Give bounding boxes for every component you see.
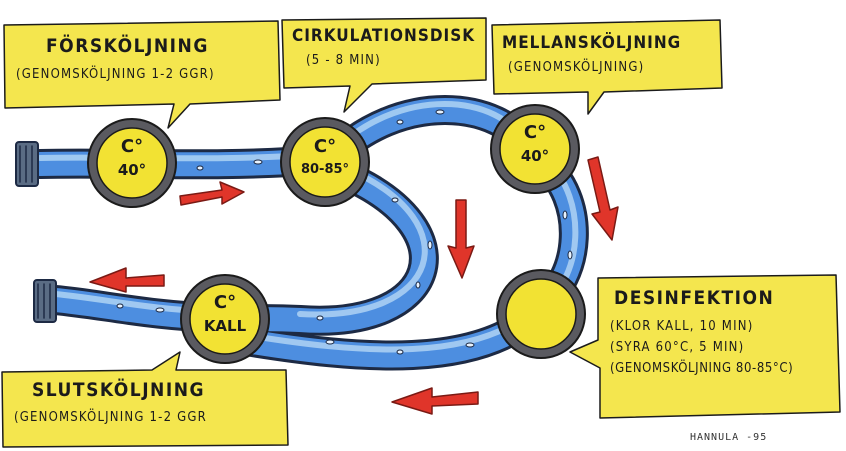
gauge-desinfektion-label [515, 300, 567, 306]
callout-mellanskoljning: MELLANSKÖLJNING (GENOMSKÖLJNING) [502, 34, 681, 75]
callout-slutskoljning-line-1: (GENOMSKÖLJNING 1-2 GGR [14, 411, 207, 426]
flow-arrow-down-icon [448, 200, 474, 278]
callout-desinfektion: DESINFEKTION (KLOR KALL, 10 MIN) (SYRA 6… [610, 288, 793, 377]
callout-cirkulationsdisk-line-1: (5 - 8 MIN) [306, 54, 475, 69]
callout-slutskoljning-title: SLUTSKÖLJNING [32, 380, 207, 402]
flow-arrow-right-icon [180, 182, 244, 205]
callout-desinfektion-line-2: (SYRA 60°C, 5 MIN) [610, 341, 793, 356]
flow-arrow-left-bottom-icon [392, 388, 478, 414]
callout-desinfektion-title: DESINFEKTION [614, 288, 793, 310]
callout-forskoljning-title: FÖRSKÖLJNING [40, 36, 215, 58]
gauge-slutskoljning-value: KALL [196, 319, 254, 335]
pipe-coupling-bottom [34, 280, 56, 322]
gauge-mellanskoljning-value: 40° [509, 149, 561, 165]
flow-arrow-down-right-icon [588, 157, 618, 240]
gauge-forskoljning-label: C° 40° [106, 138, 158, 179]
gauge-desinfektion [497, 270, 585, 358]
gauge-mellanskoljning-label: C° 40° [509, 124, 561, 165]
callout-mellanskoljning-line-1: (GENOMSKÖLJNING) [508, 61, 681, 76]
artist-signature: HANNULA -95 [690, 432, 767, 443]
gauge-cirkulationsdisk-unit: C° [293, 138, 357, 157]
gauge-mellanskoljning-unit: C° [509, 124, 561, 143]
callout-forskoljning-line-1: (GENOMSKÖLJNING 1-2 GGR) [16, 68, 215, 83]
callout-mellanskoljning-title: MELLANSKÖLJNING [502, 34, 681, 54]
flow-arrow-left-top-icon [90, 268, 164, 292]
callout-cirkulationsdisk-title: CIRKULATIONSDISK [292, 27, 475, 47]
callout-slutskoljning: SLUTSKÖLJNING (GENOMSKÖLJNING 1-2 GGR [14, 380, 207, 426]
gauge-forskoljning-unit: C° [106, 138, 158, 157]
gauge-cirkulationsdisk-value: 80-85° [293, 163, 357, 177]
pipe-coupling-top [16, 142, 38, 186]
callout-desinfektion-line-1: (KLOR KALL, 10 MIN) [610, 320, 793, 335]
callout-cirkulationsdisk: CIRKULATIONSDISK (5 - 8 MIN) [292, 27, 475, 68]
gauge-forskoljning-value: 40° [106, 163, 158, 179]
callout-forskoljning: FÖRSKÖLJNING (GENOMSKÖLJNING 1-2 GGR) [40, 36, 215, 83]
gauge-slutskoljning-label: C° KALL [196, 294, 254, 335]
gauge-cirkulationsdisk-label: C° 80-85° [293, 138, 357, 177]
gauge-slutskoljning-unit: C° [196, 294, 254, 313]
callout-desinfektion-line-3: (GENOMSKÖLJNING 80-85°C) [610, 362, 793, 377]
